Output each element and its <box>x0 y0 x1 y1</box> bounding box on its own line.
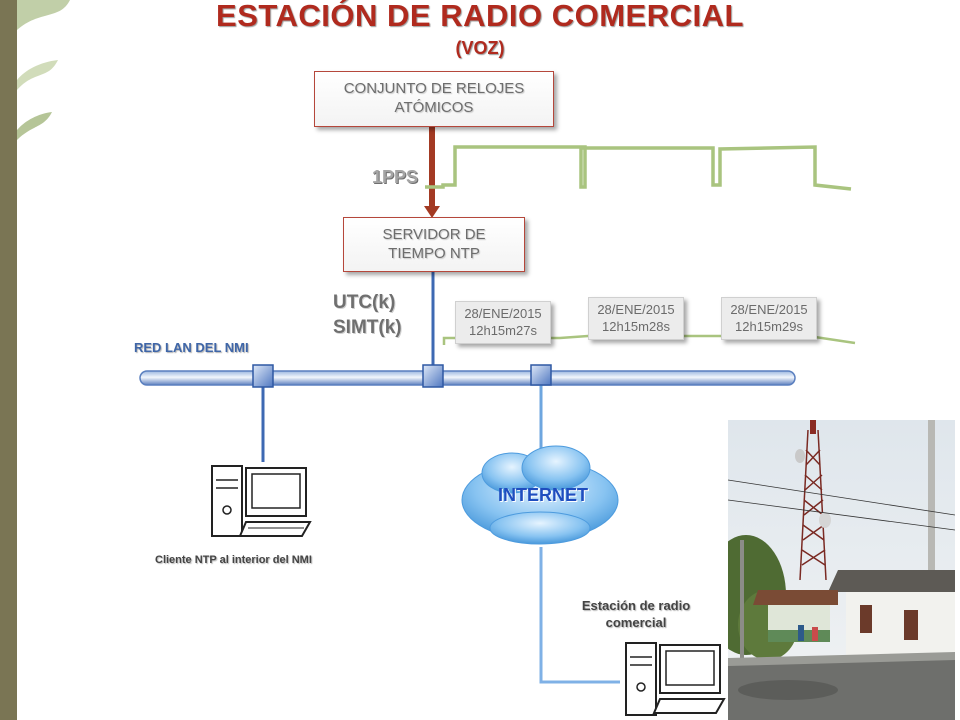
lan-pipe <box>139 370 796 386</box>
sidebar-strip <box>0 0 17 720</box>
internet-cloud-icon <box>461 445 619 545</box>
station-link <box>539 545 622 684</box>
client-computer-icon <box>206 462 313 544</box>
page-subtitle: (VOZ) <box>455 38 505 58</box>
atomic-clocks-box: CONJUNTO DE RELOJES ATÓMICOS <box>314 71 554 127</box>
ntp-server-label: SERVIDOR DE TIEMPO NTP <box>382 225 486 262</box>
lan-label: RED LAN DEL NMI <box>134 340 249 355</box>
simt-line: SIMT(k) <box>333 316 402 338</box>
utc-label: UTC(k) SIMT(k) <box>333 291 402 340</box>
timestamp-date: 28/ENE/2015 <box>464 306 542 322</box>
station-label: Estación de radio comercial <box>581 598 691 630</box>
page-title: ESTACIÓN DE RADIO COMERCIAL <box>216 0 744 33</box>
timestamp-box: 28/ENE/2015 12h15m28s <box>588 297 684 340</box>
internet-label: INTERNET <box>498 485 588 505</box>
pps-label: 1PPS <box>372 167 419 187</box>
timestamp-box: 28/ENE/2015 12h15m27s <box>455 301 551 344</box>
ntp-server-box: SERVIDOR DE TIEMPO NTP <box>343 217 525 272</box>
timestamp-time: 12h15m29s <box>735 318 803 334</box>
timestamp-date: 28/ENE/2015 <box>730 302 808 318</box>
timestamp-date: 28/ENE/2015 <box>597 302 675 318</box>
timestamp-time: 12h15m27s <box>469 322 537 338</box>
client-label: Cliente NTP al interior del NMI <box>155 554 312 566</box>
sync-arrow <box>424 126 440 218</box>
lan-node-client <box>252 364 274 388</box>
antenna-tower-photo <box>728 420 955 720</box>
atomic-clocks-label: CONJUNTO DE RELOJES ATÓMICOS <box>343 80 525 116</box>
lan-node-internet <box>530 364 552 386</box>
utc-line: UTC(k) <box>333 292 396 313</box>
timestamp-box: 28/ENE/2015 12h15m29s <box>721 297 817 340</box>
timestamp-time: 12h15m28s <box>602 318 670 334</box>
pps-square-wave <box>425 145 852 191</box>
lan-node-ntp <box>422 364 444 388</box>
leaf-decoration <box>17 0 70 140</box>
station-computer-icon <box>620 637 727 720</box>
